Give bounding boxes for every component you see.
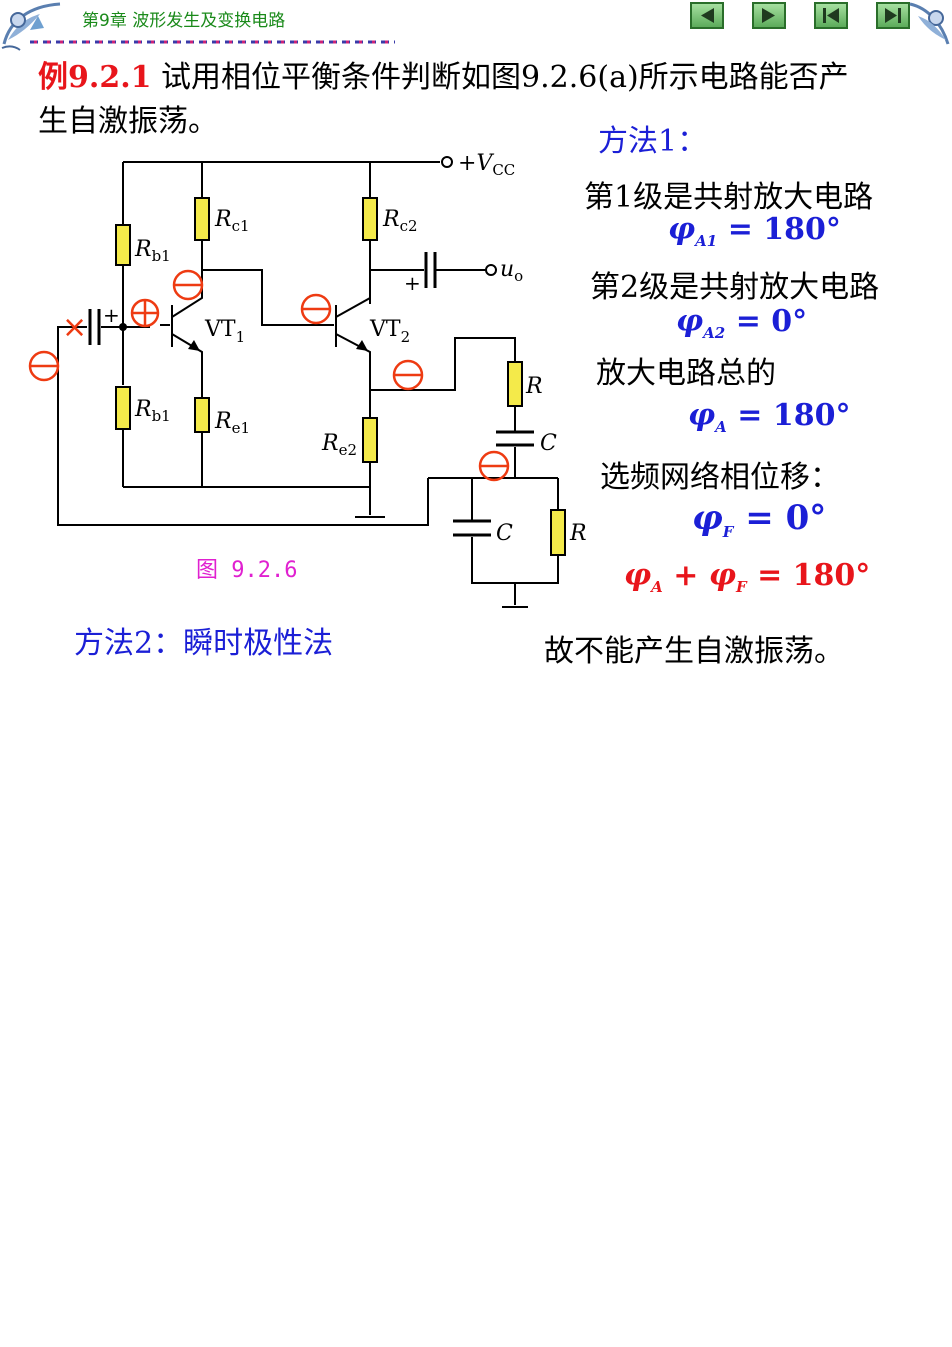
junction-dot xyxy=(119,323,127,331)
phi-a-formula: φA = 180° xyxy=(688,398,851,436)
rc2-resistor xyxy=(362,197,378,241)
rc2-label: Rc2 xyxy=(382,207,418,235)
first-button[interactable] xyxy=(814,2,848,29)
problem-text-1: 试用相位平衡条件判断如图9.2.6(a)所示电路能否产 xyxy=(151,60,849,95)
r-series-label: R xyxy=(525,374,543,399)
phase-sum-formula: φA + φF = 180° xyxy=(624,558,871,596)
r-shunt-resistor xyxy=(550,509,566,556)
conclusion-text: 故不能产生自激振荡。 xyxy=(544,634,844,669)
chapter-title: 第9章 波形发生及变换电路 xyxy=(82,11,286,31)
minus-mark-vt2-base xyxy=(300,293,332,325)
resistor-bodies xyxy=(115,197,566,556)
rb1-bottom-label: Rb1 xyxy=(134,397,171,425)
figure-caption: 图 9.2.6 xyxy=(196,558,298,583)
uo-label: uo xyxy=(500,257,523,285)
re2-label: Re2 xyxy=(321,431,357,459)
vt2-emitter-arrow xyxy=(356,340,368,351)
prev-button[interactable] xyxy=(690,2,724,29)
minus-mark-rc-node xyxy=(478,450,510,482)
triangle-left-icon xyxy=(701,8,714,23)
example-label: 例9.2.1 xyxy=(38,60,152,95)
r-shunt-label: R xyxy=(569,521,587,546)
phi-f-formula: φF = 0° xyxy=(692,498,827,541)
re1-resistor xyxy=(194,397,210,433)
method1-title: 方法1： xyxy=(598,124,708,159)
circuit-wires xyxy=(57,156,559,608)
circuit-diagram: × +VCC Rc1 Rc2 Rb1 Rb1 Re1 Re2 VT1 VT2 u… xyxy=(28,151,587,608)
problem-text-2: 生自激振荡。 xyxy=(38,104,218,139)
corner-ornament-left xyxy=(0,0,70,56)
input-cap-plus: + xyxy=(103,303,120,327)
vt1-emitter-arrow xyxy=(188,340,200,351)
next-button[interactable] xyxy=(752,2,786,29)
rc1-resistor xyxy=(194,197,210,241)
rb1-top-label: Rb1 xyxy=(134,237,171,265)
corner-ornament-right xyxy=(906,0,952,56)
re2-resistor xyxy=(362,417,378,463)
problem-line-1: 例9.2.1 试用相位平衡条件判断如图9.2.6(a)所示电路能否产 xyxy=(38,56,918,100)
problem-statement: 例9.2.1 试用相位平衡条件判断如图9.2.6(a)所示电路能否产 生自激振荡… xyxy=(38,56,918,144)
plus-mark-base xyxy=(130,298,160,328)
minus-mark-vt2-emitter xyxy=(392,359,424,391)
rb1-top-resistor xyxy=(115,224,131,266)
c-series-label: C xyxy=(540,431,557,456)
minus-mark-feedback xyxy=(28,350,60,382)
vt2-label: VT2 xyxy=(369,317,410,346)
stage2-text: 第2级是共射放大电路 xyxy=(590,270,880,305)
phi-a1-formula: φA1 = 180° xyxy=(668,212,841,250)
minus-mark-vt1-collector xyxy=(172,269,204,301)
capacitor-plates xyxy=(88,252,534,537)
total-text: 放大电路总的 xyxy=(596,356,776,391)
output-cap-plus: + xyxy=(404,271,421,295)
cross-mark: × xyxy=(62,310,87,345)
skip-to-end-icon xyxy=(885,8,901,23)
rb1-bottom-resistor xyxy=(115,386,131,430)
last-button[interactable] xyxy=(876,2,910,29)
phi-a2-formula: φA2 = 0° xyxy=(676,304,808,342)
skip-to-start-icon xyxy=(823,8,839,23)
triangle-right-icon xyxy=(762,8,775,23)
r-series-resistor xyxy=(507,361,523,407)
rc1-label: Rc1 xyxy=(214,207,250,235)
c-shunt-label: C xyxy=(496,521,513,546)
method2-title: 方法2：瞬时极性法 xyxy=(74,626,334,661)
network-text: 选频网络相位移： xyxy=(600,460,840,495)
decorative-dot-divider xyxy=(30,32,400,51)
component-labels: +VCC Rc1 Rc2 Rb1 Rb1 Re1 Re2 VT1 VT2 uo … xyxy=(103,151,587,546)
vcc-label: +VCC xyxy=(458,151,515,179)
re1-label: Re1 xyxy=(214,409,250,437)
stage1-text: 第1级是共射放大电路 xyxy=(584,180,874,215)
polarity-marks xyxy=(28,269,510,482)
vt1-label: VT1 xyxy=(204,317,245,346)
